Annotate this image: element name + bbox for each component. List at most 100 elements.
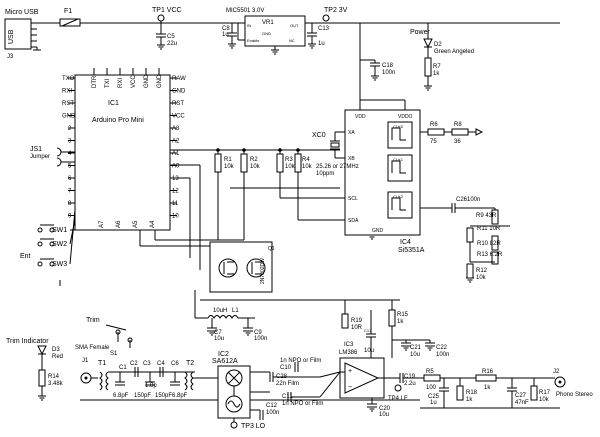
clockgen-ic4: VDD VDDO XA XB SCL SDA GND IC4 Si5351A C… <box>344 109 425 254</box>
svg-text:100n: 100n <box>436 352 449 358</box>
svg-text:SW1: SW1 <box>52 227 67 234</box>
mcu-right-pin: A1 <box>172 151 180 157</box>
resistor-r19: R19 10R <box>341 300 363 331</box>
svg-text:C7: C7 <box>214 330 222 336</box>
fuse-label: F1 <box>64 8 72 15</box>
svg-text:1k: 1k <box>484 385 491 391</box>
svg-text:XA: XA <box>348 130 355 136</box>
mcu-right-pin: 11 <box>172 201 179 207</box>
svg-text:10R: 10R <box>351 325 363 331</box>
tp1-label: TP1 VCC <box>152 7 182 14</box>
svg-text:C5: C5 <box>167 34 175 40</box>
resistor-r3: R3 10k <box>276 150 296 173</box>
svg-text:IC2: IC2 <box>218 351 229 358</box>
capacitor-c19: C19 2.2u <box>399 373 416 387</box>
fuse-f1: F1 <box>59 8 81 27</box>
capacitor-c7: C7 10u <box>207 318 224 342</box>
testpoint-tp2: TP2 3V <box>322 7 348 22</box>
transformer-t1: T1 <box>98 360 109 391</box>
switch-trim-s1[interactable]: Trim S1 <box>86 317 133 357</box>
svg-text:J1: J1 <box>82 358 89 364</box>
capacitor-c26: C26 100n <box>451 197 480 213</box>
svg-text:C1: C1 <box>119 365 127 371</box>
svg-text:C19: C19 <box>404 374 416 380</box>
svg-text:10uH: 10uH <box>213 308 227 314</box>
svg-text:C18: C18 <box>382 63 394 69</box>
svg-text:1.8p: 1.8p <box>145 383 157 389</box>
svg-text:JS1: JS1 <box>30 146 42 153</box>
mcu-left-pin: 2 <box>68 126 72 132</box>
resistor-r17: R17 10k <box>530 378 551 403</box>
resistor-r15: R15 1k <box>388 300 409 327</box>
svg-text:VR1: VR1 <box>262 20 274 26</box>
svg-text:CLK2: CLK2 <box>393 194 404 199</box>
jumper-js1: JS1 Jumper <box>30 146 75 167</box>
svg-text:C8: C8 <box>222 26 230 32</box>
regulator-title: MIC5501 3.0V <box>226 8 264 14</box>
resistor-r9: R9 43R <box>476 209 499 225</box>
svg-text:R9 43R: R9 43R <box>476 213 497 219</box>
svg-text:IN: IN <box>247 23 251 28</box>
svg-text:22u: 22u <box>167 41 177 47</box>
svg-text:1u: 1u <box>222 32 229 38</box>
mcu-right-pin: 13 <box>172 176 179 182</box>
mcu-right-pin: RAW <box>172 76 186 82</box>
svg-text:D2: D2 <box>434 42 442 48</box>
resistor-r2: R2 10k <box>240 150 261 173</box>
svg-text:C22: C22 <box>436 345 448 351</box>
resistor-r10: R10 82R <box>477 235 501 251</box>
svg-text:SMA Female: SMA Female <box>75 345 110 351</box>
svg-text:47nF: 47nF <box>515 400 529 406</box>
svg-text:10k: 10k <box>250 164 261 170</box>
svg-text:6.8pF: 6.8pF <box>172 393 188 399</box>
svg-text:1n NPO or Film: 1n NPO or Film <box>280 358 321 364</box>
svg-text:TP3 LO: TP3 LO <box>241 423 266 430</box>
svg-text:Trim Indicator: Trim Indicator <box>6 338 49 345</box>
opamp-ic3: IC3 LM386 + − <box>339 342 385 399</box>
switch-sw3[interactable]: SW3 <box>37 258 67 268</box>
svg-text:10k: 10k <box>224 164 235 170</box>
capacitor-c27: C27 47nF <box>507 378 529 408</box>
switch-sw1[interactable]: SW1 <box>37 224 67 234</box>
mcu-left-pin: GND <box>62 114 76 120</box>
led-power-d2: Power D2 Green Angeled R7 1k <box>410 23 474 86</box>
svg-text:100: 100 <box>426 385 437 391</box>
mcu-bottom-pin: A4 <box>150 220 156 228</box>
capacitor-c5: C5 22u <box>156 23 177 47</box>
svg-text:10ppm: 10ppm <box>316 171 334 177</box>
svg-text:C11: C11 <box>282 394 293 400</box>
svg-text:6.8pF: 6.8pF <box>113 393 129 399</box>
usb-title: Micro USB <box>5 9 39 16</box>
svg-text:R1: R1 <box>224 157 232 163</box>
svg-text:C4: C4 <box>157 361 165 367</box>
svg-text:C3: C3 <box>143 361 151 367</box>
mcu-bottom-pin: A6 <box>116 220 122 228</box>
svg-text:SA612A: SA612A <box>212 358 238 365</box>
capacitor-c21: C21 10u <box>401 340 422 358</box>
svg-text:Phono Stereo: Phono Stereo <box>556 392 593 398</box>
svg-text:10k: 10k <box>539 397 550 403</box>
svg-text:1k: 1k <box>397 319 404 325</box>
switch-sw2[interactable]: SW2 <box>37 238 67 248</box>
svg-text:GND: GND <box>262 31 271 36</box>
regulator-vr1: MIC5501 3.0V VR1 IN OUT GND Enable NC <box>226 8 306 50</box>
svg-text:NC: NC <box>289 38 295 43</box>
svg-text:R6: R6 <box>430 122 438 128</box>
svg-text:R17: R17 <box>539 390 551 396</box>
svg-text:10k: 10k <box>302 164 313 170</box>
svg-text:22n Film: 22n Film <box>276 381 299 387</box>
mcu-body <box>74 74 171 231</box>
usb-body <box>4 18 32 50</box>
mcu-top-pin: GND <box>157 74 163 88</box>
testpoint-tp1: TP1 VCC <box>152 7 182 23</box>
svg-text:R7: R7 <box>433 64 441 70</box>
svg-text:J2: J2 <box>553 369 560 375</box>
svg-text:TP2 3V: TP2 3V <box>324 7 348 14</box>
mcu-bottom-pin: A5 <box>133 220 139 228</box>
resistor-r16: R16 1k <box>475 369 497 391</box>
svg-text:2.2u: 2.2u <box>404 381 416 387</box>
svg-text:R13 6.2R: R13 6.2R <box>477 252 503 258</box>
mcu-top-pin: VCC <box>131 75 137 88</box>
capacitor-c25: C25 1u <box>428 378 449 408</box>
svg-text:R3: R3 <box>285 157 293 163</box>
